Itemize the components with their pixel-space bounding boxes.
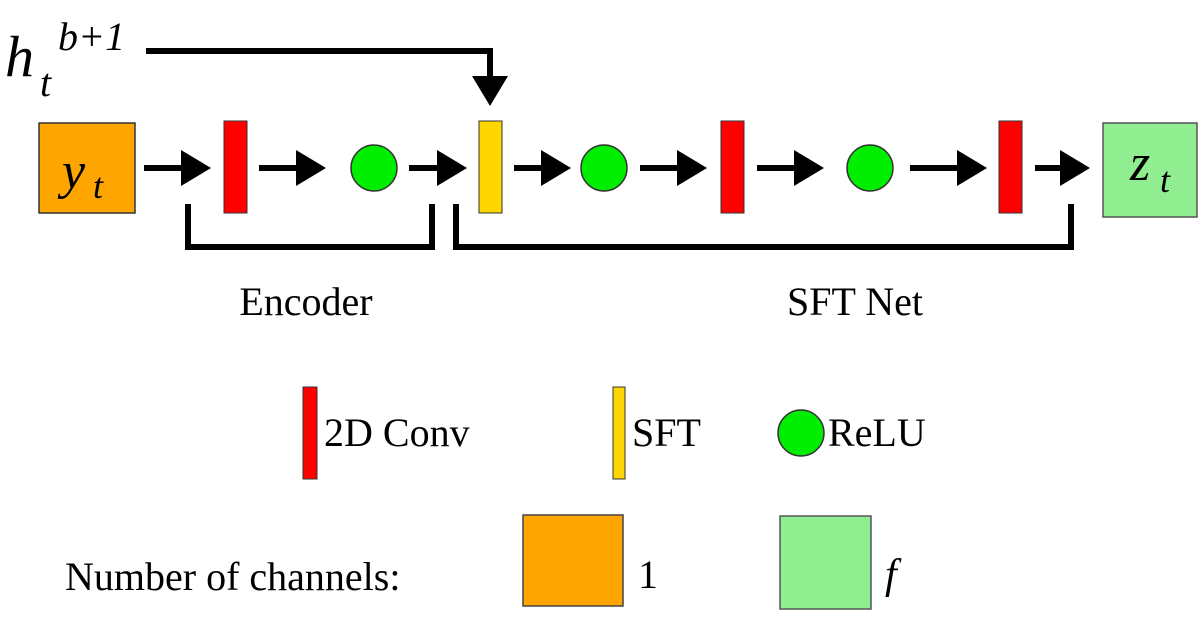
- relu-node: [350, 144, 398, 192]
- sft-net-bracket: [453, 204, 1074, 250]
- input-subscript: t: [93, 166, 104, 206]
- input-symbol: y: [57, 143, 86, 200]
- relu-node: [846, 144, 894, 192]
- channels-f-value: f: [885, 552, 902, 598]
- relu-node: [580, 144, 628, 192]
- legend-conv-label: 2D Conv: [324, 410, 470, 455]
- condition-symbol: h: [5, 24, 34, 89]
- conv-layer: [720, 120, 745, 214]
- sft-net-label: SFT Net: [787, 279, 923, 324]
- legend-relu-swatch: [777, 409, 825, 457]
- output-node: z t: [1102, 122, 1198, 218]
- condition-arrow: [146, 48, 508, 106]
- legend-conv-swatch: [302, 386, 318, 480]
- output-subscript: t: [1160, 160, 1171, 200]
- channels-legend: Number of channels: 1 f: [65, 514, 902, 610]
- encoder-bracket: [185, 204, 435, 250]
- legend-sft-label: SFT: [632, 410, 701, 455]
- conv-layer: [998, 120, 1023, 214]
- channels-1-swatch: [522, 514, 624, 607]
- output-symbol: z: [1129, 135, 1150, 192]
- channels-f-swatch: [779, 515, 872, 610]
- legend-relu-label: ReLU: [828, 410, 926, 455]
- encoder-label: Encoder: [239, 279, 372, 324]
- condition-superscript: b+1: [58, 14, 125, 59]
- sft-layer: [478, 120, 503, 214]
- legend: 2D Conv SFT ReLU: [302, 386, 926, 480]
- channels-label: Number of channels:: [65, 554, 400, 599]
- condition-label: h t b+1: [5, 14, 125, 105]
- conv-layer: [223, 120, 248, 214]
- channels-1-value: 1: [638, 552, 658, 597]
- condition-subscript: t: [40, 60, 52, 105]
- legend-sft-swatch: [612, 386, 626, 480]
- input-node: y t: [38, 122, 136, 214]
